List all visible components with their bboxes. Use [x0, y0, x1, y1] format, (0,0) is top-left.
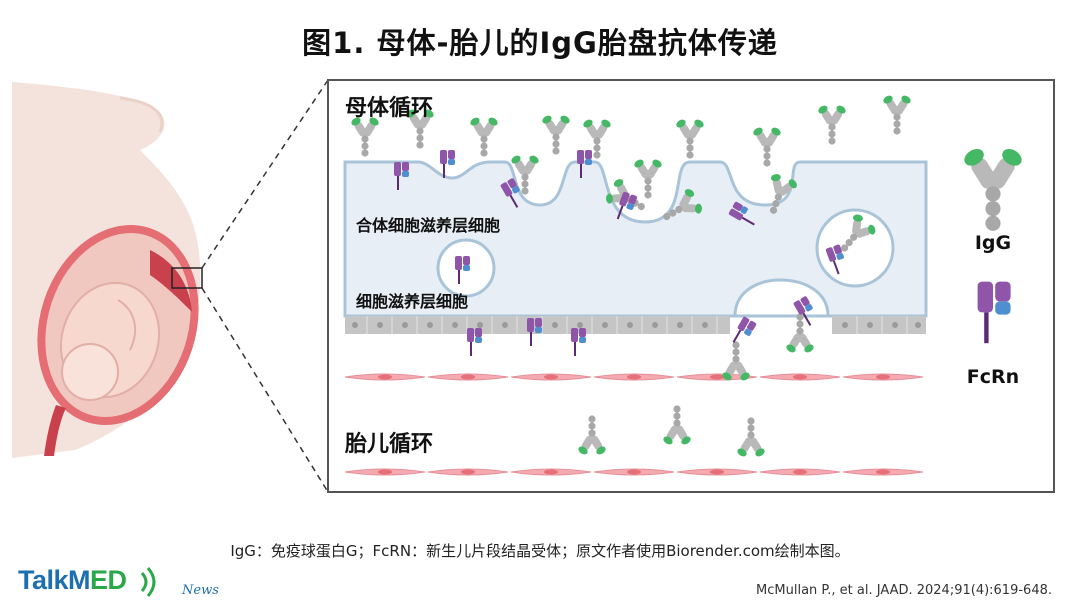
syncytiotrophoblast-label: 合体细胞滋养层细胞: [356, 216, 501, 235]
talkmed-logo: TalkMED: [18, 565, 127, 596]
logo-text-suffix: ED: [90, 565, 127, 595]
legend-igg-label: IgG: [974, 232, 1012, 254]
logo-text-prefix: TalkM: [18, 565, 91, 595]
figure-title: 图1. 母体-胎儿的IgG胎盘抗体传递: [302, 26, 778, 60]
pregnant-body-illustration: [12, 82, 203, 458]
figure-caption: IgG：免疫球蛋白G；FcRN：新生儿片段结晶受体；原文作者使用Biorende…: [230, 542, 850, 560]
exocytosis-vesicle: [733, 278, 830, 318]
maternal-circulation-label: 母体循环: [345, 96, 434, 121]
citation: McMullan P., et al. JAAD. 2024;91(4):619…: [756, 583, 1052, 598]
talkmed-signal-icon: [140, 567, 156, 597]
cytotrophoblast-label: 细胞滋养层细胞: [356, 292, 469, 311]
fetal-circulation-label: 胎儿循环: [345, 432, 434, 457]
cytotrophoblast-layer: [345, 316, 926, 334]
legend-fcrn-label: FcRn: [966, 366, 1020, 388]
news-tagline: News: [182, 583, 219, 598]
